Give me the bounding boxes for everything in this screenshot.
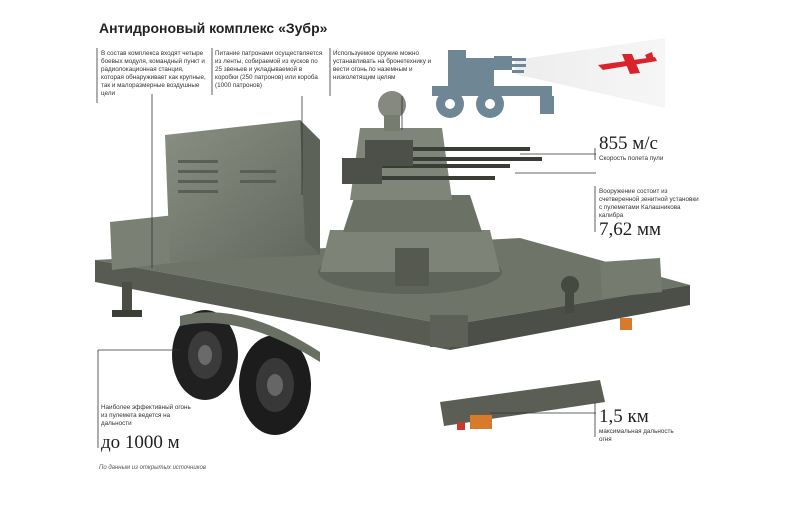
speed-value: 855 м/с (599, 133, 658, 154)
ammo-note: Питание патронами осуществляется из лент… (215, 50, 323, 89)
drone-icon (598, 52, 657, 74)
caliber-value: 7,62 мм (599, 219, 662, 240)
effective-range-value: до 1000 м (101, 432, 180, 453)
combat-vehicle-icon (432, 50, 554, 118)
caliber-caption: Вооружение состоит из счетверенной зенит… (599, 188, 699, 219)
max-range-value: 1,5 км (599, 406, 649, 427)
vehicle-illustration (95, 91, 690, 435)
page-title: Антидроновый комплекс «Зубр» (99, 20, 328, 36)
source-note: По данным из открытых источников (99, 465, 206, 471)
leader-lines (96, 48, 596, 448)
effective-range-caption: Наиболее эффективный огонь из пулемета в… (101, 404, 191, 427)
max-range-caption: максимальная дальность огня (599, 428, 674, 443)
mounting-note: Используемое оружие можно устанавливать … (333, 50, 432, 81)
fire-beam-icon (515, 38, 665, 108)
composition-note: В состав комплекса входят четыре боевых … (101, 50, 206, 97)
speed-caption: Скорость полета пули (599, 155, 664, 162)
